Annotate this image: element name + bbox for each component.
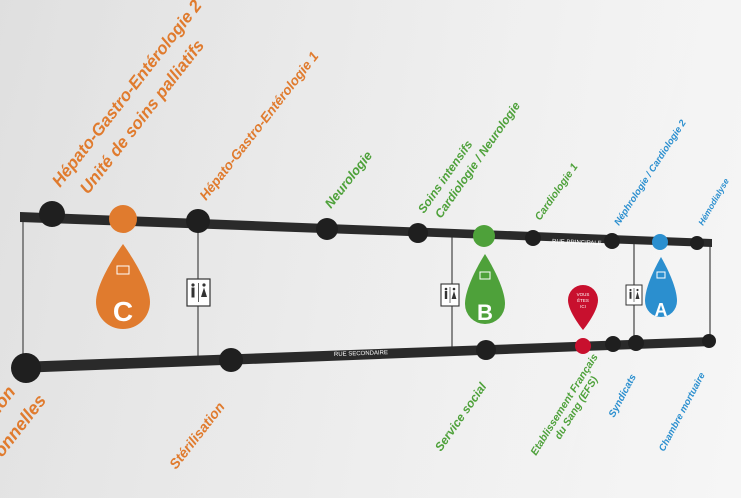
you-are-here-marker: VOUS ÊTES ICI <box>568 285 598 330</box>
you-are-here-line1: VOUS <box>577 292 590 297</box>
elevator-icon <box>656 271 666 279</box>
restroom-icon <box>625 284 643 306</box>
stop-node <box>702 334 716 348</box>
stop-node-green <box>473 225 495 247</box>
building-c-letter: C <box>113 296 133 327</box>
building-a-marker: A <box>645 257 677 320</box>
building-b-letter: B <box>477 300 493 325</box>
main-street-stops <box>39 201 704 250</box>
stop-node <box>628 335 644 351</box>
stop-node-orange <box>109 205 137 233</box>
secondary-street-stops <box>11 334 716 383</box>
stop-node <box>605 336 621 352</box>
building-c-marker: C <box>96 244 150 329</box>
stop-node <box>476 340 496 360</box>
building-a-drop <box>645 257 677 317</box>
stop-node <box>11 353 41 383</box>
stop-node-red <box>575 338 591 354</box>
stop-node-blue <box>652 234 668 250</box>
building-c-drop <box>96 244 150 329</box>
elevator-icon <box>116 265 130 275</box>
stop-node <box>690 236 704 250</box>
secondary-street-label: RUE SECONDAIRE <box>334 350 388 358</box>
stop-node <box>39 201 65 227</box>
restroom-icon <box>440 283 460 307</box>
building-a-letter: A <box>655 300 668 320</box>
you-are-here-line3: ICI <box>580 304 586 309</box>
main-street-label: RUE PRINCIPALE <box>552 239 602 247</box>
stop-node <box>219 348 243 372</box>
stop-node <box>316 218 338 240</box>
you-are-here-line2: ÊTES <box>577 296 589 303</box>
location-pin-icon <box>568 285 598 330</box>
building-b-drop <box>465 254 505 324</box>
stop-node <box>525 230 541 246</box>
stop-node <box>186 209 210 233</box>
restroom-icon <box>186 278 211 307</box>
stop-node <box>408 223 428 243</box>
secondary-street-track <box>18 337 712 373</box>
elevator-icon <box>479 271 491 280</box>
stop-node <box>604 233 620 249</box>
building-b-marker: B <box>465 254 505 325</box>
